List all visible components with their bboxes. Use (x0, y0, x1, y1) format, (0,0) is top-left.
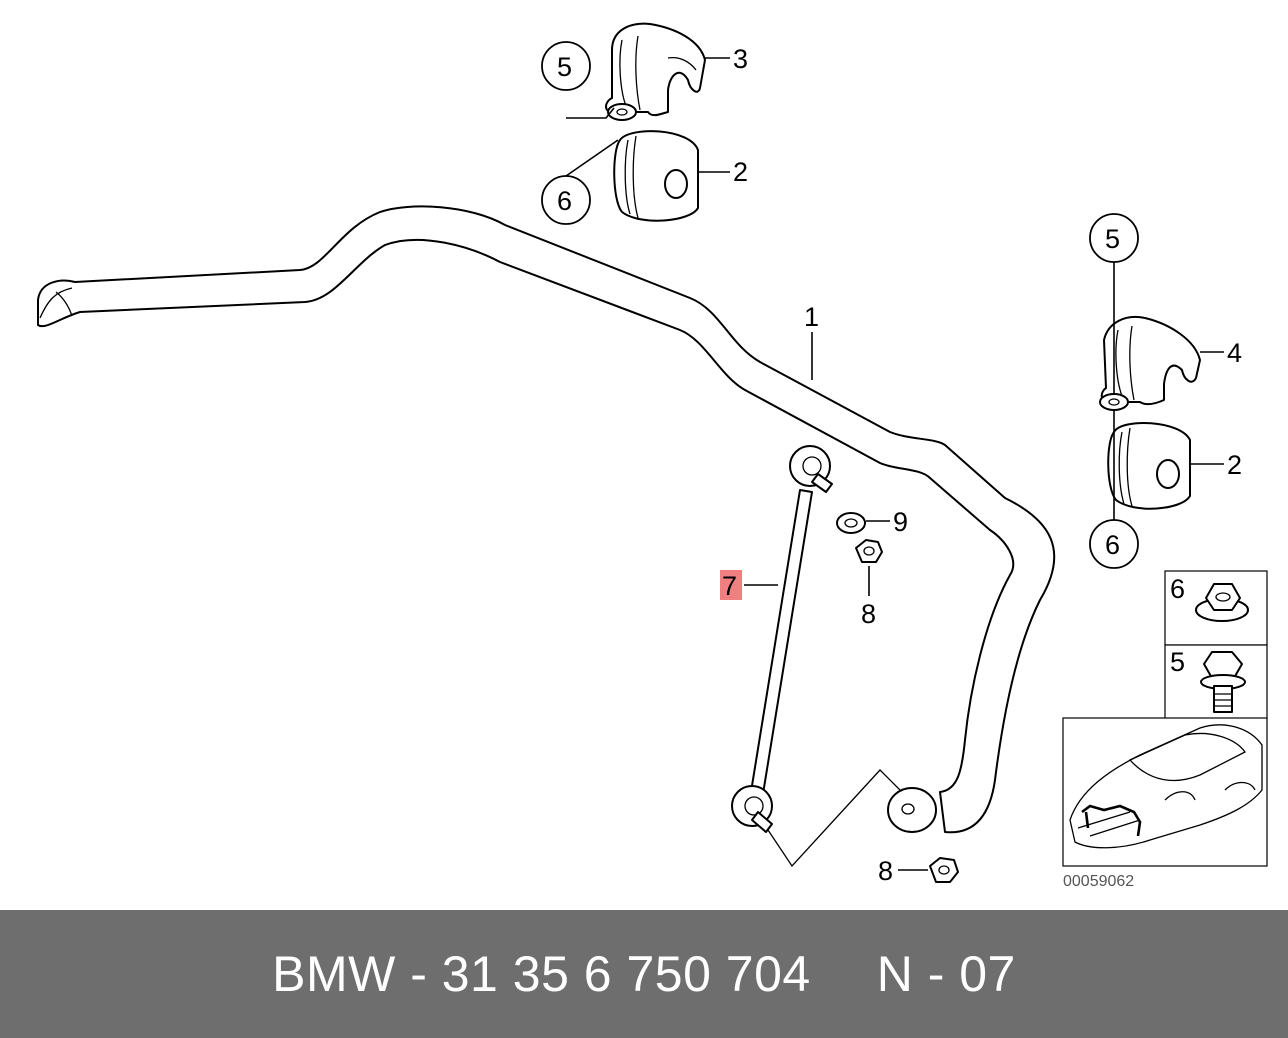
link-rod (731, 445, 833, 833)
rubber-mounting-right (1107, 422, 1191, 510)
legend-label-nut: 6 (1170, 574, 1185, 604)
callout-8-upper: 8 (861, 599, 876, 629)
callout-7: 7 (722, 571, 737, 601)
legend-box: 6 5 (1164, 570, 1268, 720)
callout-8-lower: 8 (878, 856, 893, 886)
reference-number: 00059062 (1063, 873, 1134, 890)
callout-2-right: 2 (1227, 450, 1242, 480)
callout-2-left: 2 (733, 157, 748, 187)
nut-lower (929, 857, 959, 883)
hex-bolt-icon (1200, 651, 1246, 713)
rubber-mounting-left (613, 130, 699, 222)
bracket-left (605, 22, 706, 121)
part-number: BMW - 31 35 6 750 704 (272, 946, 811, 1002)
part-number-footer: BMW - 31 35 6 750 704 N - 07 (0, 910, 1288, 1038)
legend-label-bolt: 5 (1170, 647, 1185, 677)
bracket-right (1099, 316, 1201, 411)
stabilizer-bar (37, 205, 1056, 834)
callout-6-right: 6 (1105, 530, 1120, 560)
callout-3: 3 (733, 44, 748, 74)
callout-6-top: 6 (557, 186, 572, 216)
callout-1: 1 (804, 302, 819, 332)
callout-5-right: 5 (1105, 224, 1120, 254)
callout-5-top: 5 (557, 52, 572, 82)
callout-4: 4 (1227, 338, 1242, 368)
nut-upper (855, 539, 883, 563)
car-location-thumbnail: 00059062 (1062, 717, 1268, 890)
page-code: N - 07 (876, 946, 1016, 1002)
washer (836, 512, 866, 534)
flange-nut-icon (1195, 583, 1249, 622)
parts-diagram: 1 3 2 5 6 4 2 5 (37, 22, 1268, 890)
callout-7-highlight (720, 570, 742, 600)
callout-9: 9 (893, 507, 908, 537)
